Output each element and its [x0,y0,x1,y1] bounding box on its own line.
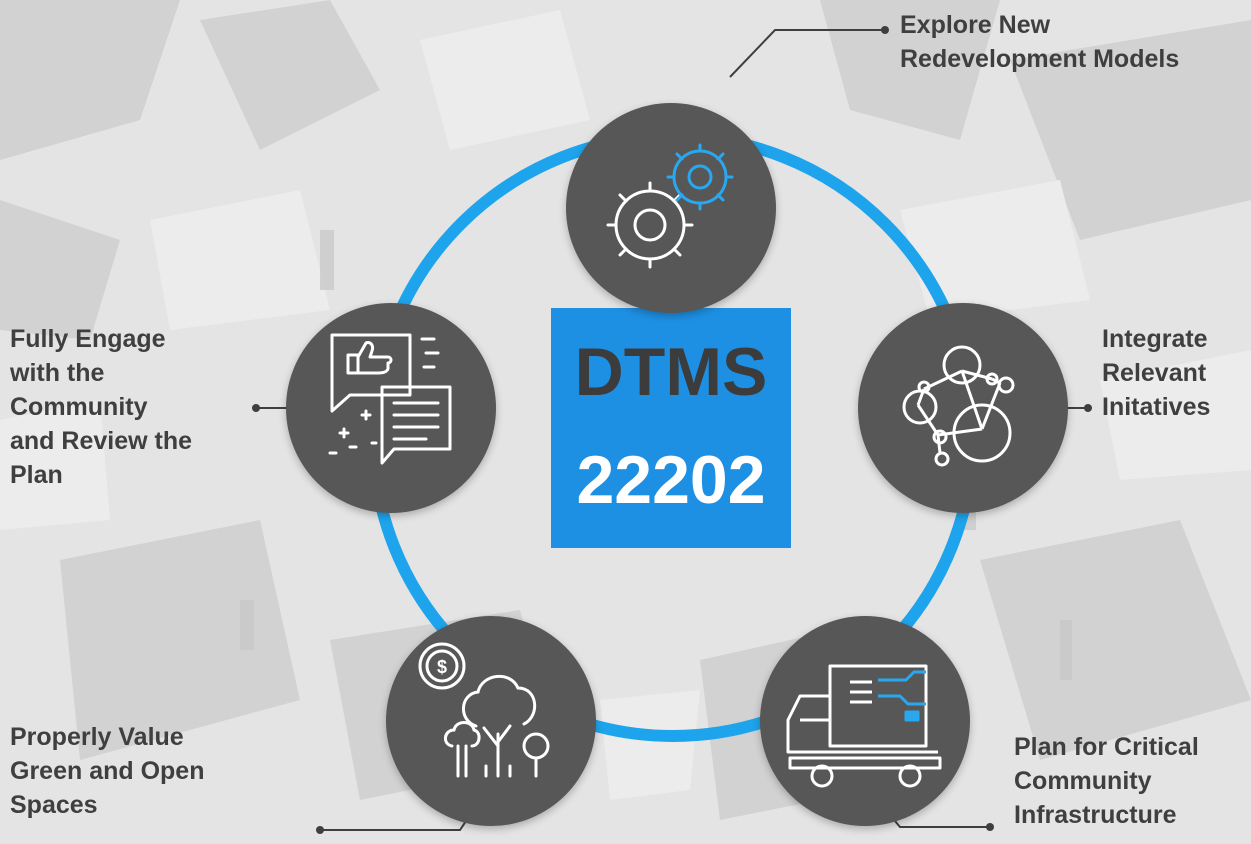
node-explore [566,103,776,313]
label-plan-line-3: Infrastructure [1014,801,1177,829]
svg-text:$: $ [437,657,447,677]
label-engage: Fully Engage with the Community and Revi… [10,322,192,492]
node-plan [760,616,970,826]
label-engage-line-1: Fully Engage [10,325,166,353]
network-icon [902,345,1015,467]
label-plan-line-2: Community [1014,767,1152,795]
chat-thumbs-up-icon [328,333,452,465]
label-integrate-line-1: Integrate [1102,325,1208,353]
label-value: Properly Value Green and Open Spaces [10,720,204,822]
connector-explore [729,29,885,78]
label-value-line-3: Spaces [10,791,98,819]
center-subtitle: 22202 [576,442,766,518]
label-engage-line-4: and Review the [10,427,192,455]
label-integrate-line-2: Relevant [1102,359,1207,387]
connector-dot-plan [986,823,994,831]
trees-coin-icon: $ [418,642,550,778]
label-value-line-1: Properly Value [10,723,184,751]
label-explore-line-1: Explore New [900,11,1051,39]
label-plan-line-1: Plan for Critical [1014,733,1199,761]
center-box: DTMS 22202 [551,308,791,548]
label-engage-line-3: Community [10,393,148,421]
label-engage-line-2: with the [10,359,105,387]
connector-dot-integrate [1084,404,1092,412]
label-explore-line-2: Redevelopment Models [900,45,1180,73]
connector-dot-value [316,826,324,834]
node-integrate [858,303,1068,513]
center-title: DTMS [574,334,768,410]
label-explore: Explore New Redevelopment Models [900,8,1179,76]
label-integrate-line-3: Initatives [1102,393,1211,421]
connector-dot-engage [252,404,260,412]
connector-dot-explore [881,26,889,34]
truck-icon [786,664,942,788]
label-integrate: Integrate Relevant Initatives [1102,322,1210,424]
gears-icon [606,143,734,269]
node-value: $ [386,616,596,826]
label-engage-line-5: Plan [10,461,63,489]
node-engage [286,303,496,513]
label-value-line-2: Green and Open [10,757,205,785]
label-plan: Plan for Critical Community Infrastructu… [1014,730,1199,832]
